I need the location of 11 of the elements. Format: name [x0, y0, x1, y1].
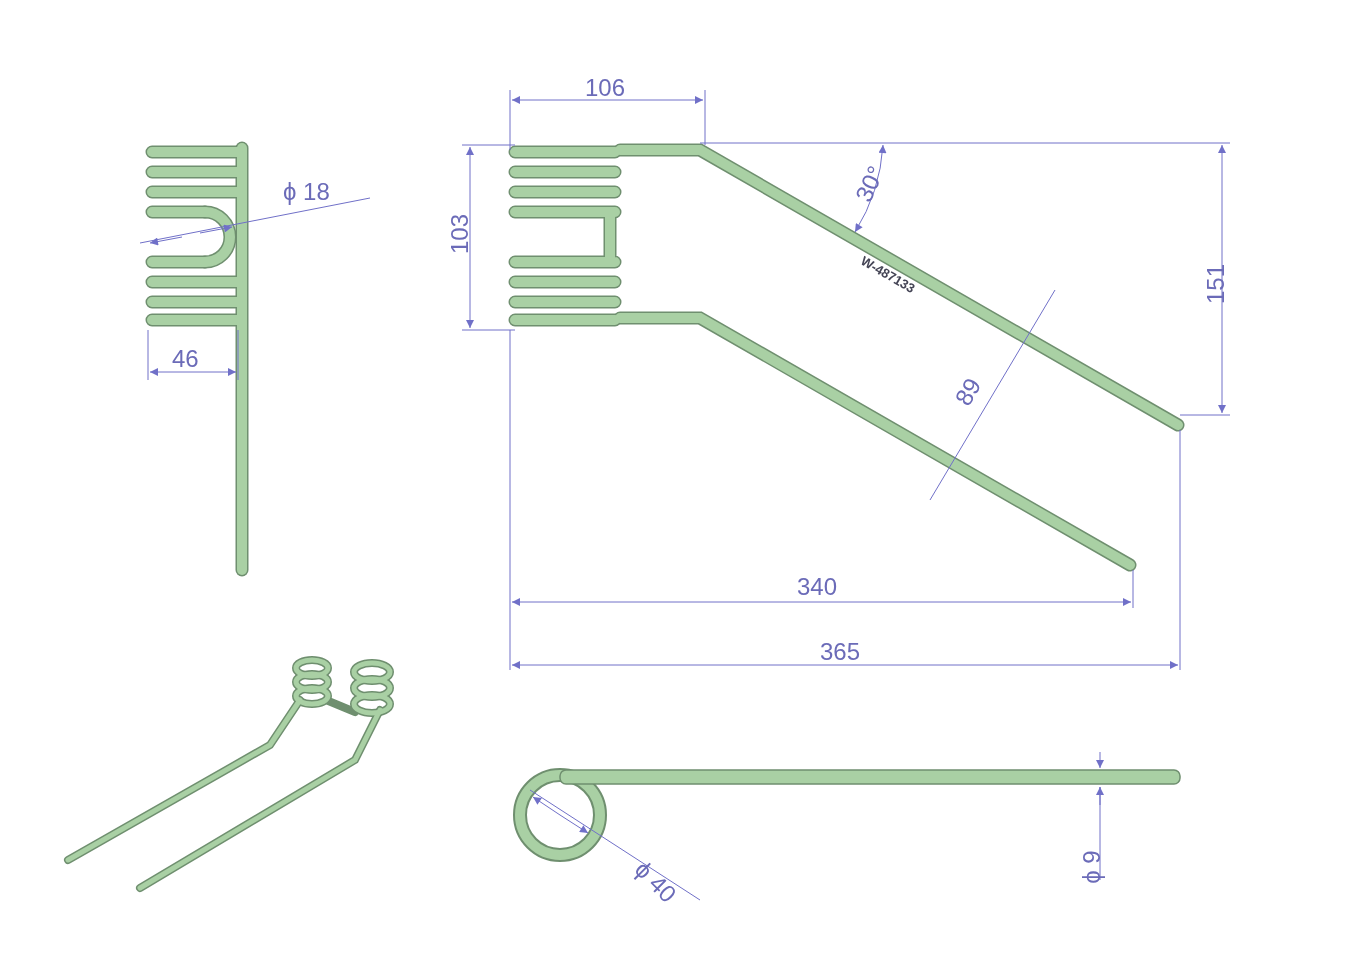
dimension-label: ϕ 18: [283, 180, 330, 204]
dimension-label: 103: [448, 214, 472, 254]
dimension-label: ϕ 40: [630, 856, 681, 908]
dimension-label: 151: [1204, 264, 1228, 304]
dimension-label: 30°: [851, 162, 889, 206]
dimension-label: 46: [172, 347, 199, 371]
dimension-label: 89: [951, 374, 986, 410]
dimension-label: 340: [797, 575, 838, 599]
dimension-label: ϕ 9: [1079, 850, 1104, 884]
dimension-label: 106: [585, 76, 626, 100]
dimension-label: 365: [820, 640, 861, 664]
